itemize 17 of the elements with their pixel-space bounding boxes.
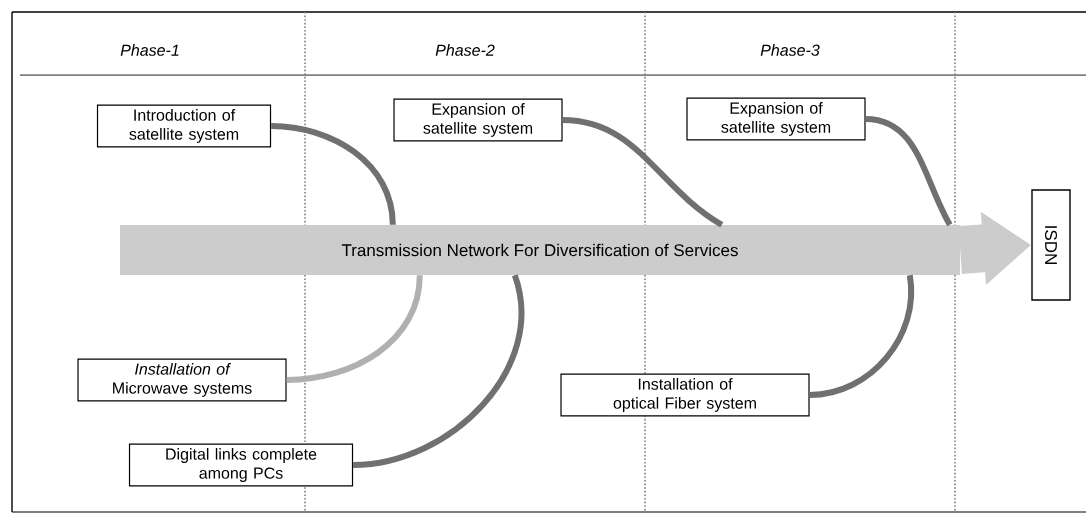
curved-connector [809, 274, 915, 398]
curved-connector [352, 274, 525, 468]
target-box: ISDN [1031, 189, 1071, 301]
column-header: Phase-1 [120, 44, 179, 56]
text-box: Expansion of satellite system [393, 98, 563, 142]
text-box: Expansion of satellite system [686, 97, 866, 141]
text-box: Installation of Microwave systems [77, 358, 287, 402]
node-label: Transmission Network For Diversification of Services [341, 243, 738, 257]
curved-connector [562, 117, 724, 228]
text-box: Installation of optical Fiber system [560, 373, 810, 417]
column-header: Phase-3 [760, 44, 820, 56]
curved-connector [286, 274, 423, 383]
curved-connector [270, 123, 396, 226]
text-box: Digital links complete among PCs [128, 443, 354, 487]
curved-connector [865, 116, 953, 227]
column-header: Phase-2 [435, 44, 495, 56]
text-box: Introduction of satellite system [96, 104, 272, 148]
